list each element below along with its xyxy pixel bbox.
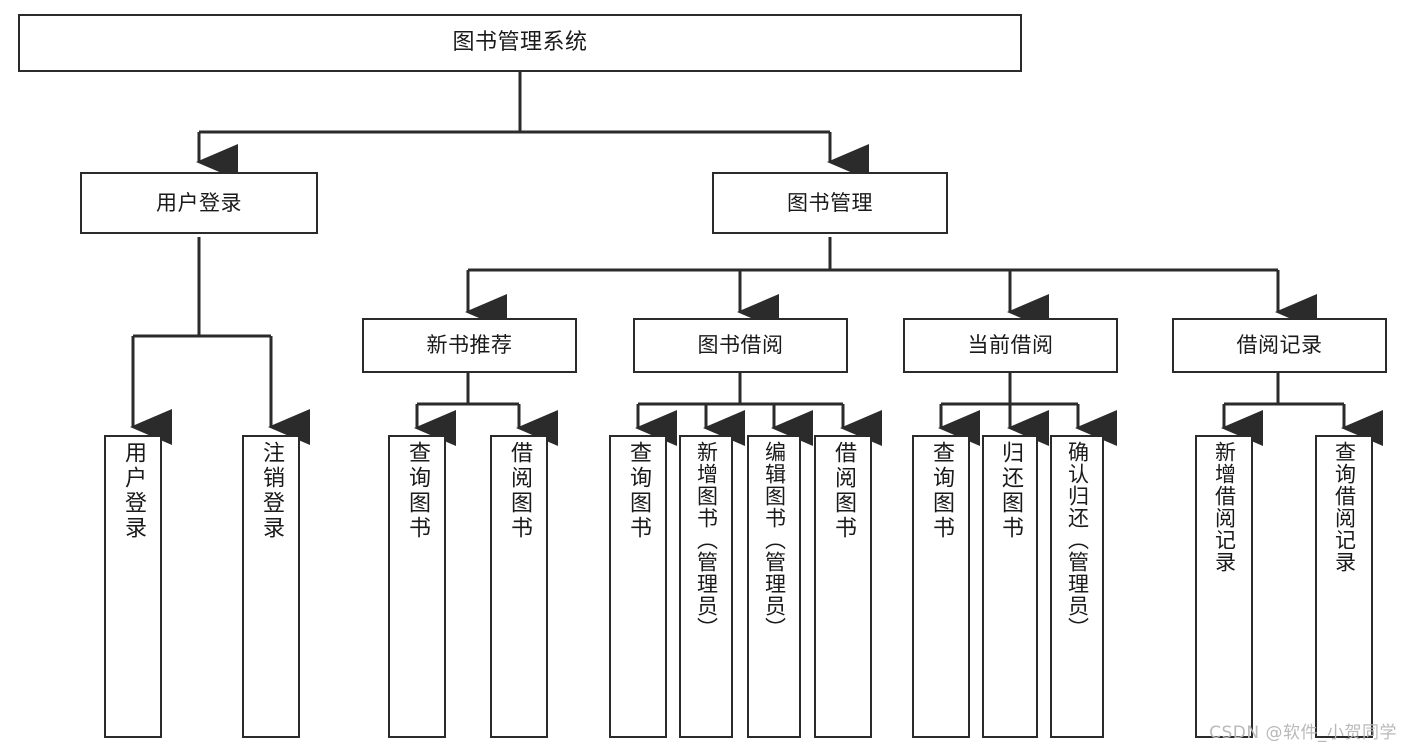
node-label: 查询借阅记录 [1332, 441, 1357, 573]
node-new-book-recommend[interactable]: 新书推荐 [362, 318, 577, 373]
leaf-new-book-query[interactable]: 查询图书 [388, 435, 446, 738]
leaf-borrow-query-book[interactable]: 查询图书 [609, 435, 667, 738]
leaf-new-book-borrow[interactable]: 借阅图书 [490, 435, 548, 738]
node-label: 新增借阅记录 [1212, 441, 1237, 573]
leaf-return-book[interactable]: 归还图书 [982, 435, 1038, 738]
node-label: 当前借阅 [967, 333, 1054, 358]
node-label: 借阅记录 [1236, 333, 1323, 358]
leaf-confirm-return-admin[interactable]: 确认归还（管理员） [1050, 435, 1104, 738]
leaf-current-query-book[interactable]: 查询图书 [912, 435, 970, 738]
node-label: 确认归还（管理员） [1065, 441, 1090, 639]
node-borrow-record[interactable]: 借阅记录 [1172, 318, 1387, 373]
leaf-add-book-admin[interactable]: 新增图书（管理员） [679, 435, 733, 738]
node-label: 用户登录 [121, 441, 146, 541]
node-label: 图书管理系统 [452, 30, 588, 56]
node-user-login[interactable]: 用户登录 [80, 172, 318, 234]
leaf-edit-book-admin[interactable]: 编辑图书（管理员） [747, 435, 801, 738]
node-label: 借阅图书 [831, 441, 856, 541]
node-label: 注销登录 [259, 441, 284, 541]
node-label: 查询图书 [405, 441, 430, 541]
node-book-management[interactable]: 图书管理 [712, 172, 948, 234]
node-label: 查询图书 [626, 441, 651, 541]
node-label: 图书管理 [787, 190, 873, 215]
node-label: 编辑图书（管理员） [762, 441, 787, 639]
leaf-query-borrow-record[interactable]: 查询借阅记录 [1315, 435, 1373, 738]
node-label: 用户登录 [156, 190, 242, 215]
leaf-add-borrow-record[interactable]: 新增借阅记录 [1195, 435, 1253, 738]
leaf-borrow-book[interactable]: 借阅图书 [814, 435, 872, 738]
node-label: 归还图书 [998, 441, 1023, 541]
node-label: 新书推荐 [426, 333, 513, 358]
leaf-user-login[interactable]: 用户登录 [104, 435, 162, 738]
node-root-book-management-system[interactable]: 图书管理系统 [18, 14, 1022, 72]
node-label: 借阅图书 [507, 441, 532, 541]
node-label: 图书借阅 [697, 333, 784, 358]
node-label: 新增图书（管理员） [694, 441, 719, 639]
leaf-user-logout[interactable]: 注销登录 [242, 435, 300, 738]
node-label: 查询图书 [929, 441, 954, 541]
node-book-borrow[interactable]: 图书借阅 [633, 318, 848, 373]
watermark-csdn: CSDN @软件_小贺同学 [1209, 723, 1397, 743]
node-current-borrow[interactable]: 当前借阅 [903, 318, 1118, 373]
